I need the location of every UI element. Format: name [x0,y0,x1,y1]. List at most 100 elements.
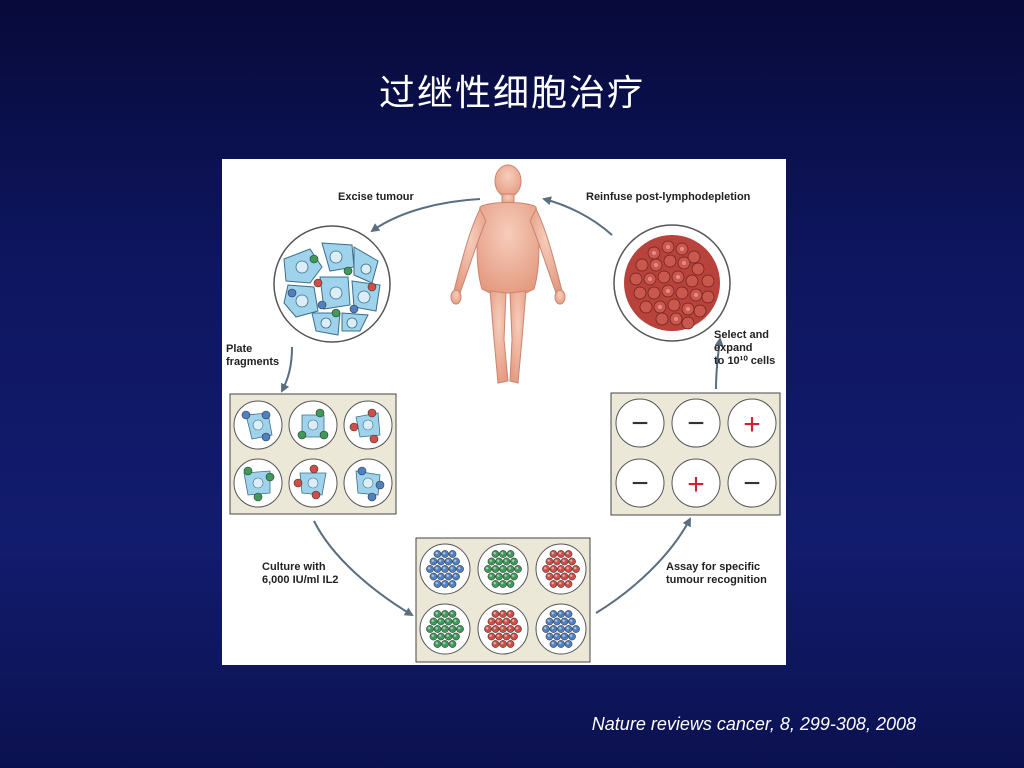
cell-highlight [551,612,554,615]
cell-highlight [512,634,515,637]
cell-highlight [443,567,446,570]
cell-highlight [443,582,446,585]
cell-highlight [555,559,558,562]
cell-highlight [551,627,554,630]
cell-highlight [559,627,562,630]
arrow-excise [370,198,481,233]
cell-highlight [516,627,519,630]
cell-highlight [551,582,554,585]
cell-highlight [435,627,438,630]
cell-highlight [508,642,511,645]
cell-highlight [501,552,504,555]
cell-highlight [497,634,500,637]
cell-highlight [435,582,438,585]
cell-highlight [574,627,577,630]
cell-highlight [431,559,434,562]
cell-highlight [504,634,507,637]
cell-highlight [493,642,496,645]
cell-highlight [559,567,562,570]
citation: Nature reviews cancer, 8, 299-308, 2008 [591,714,916,734]
cell-highlight [435,612,438,615]
cell-highlight [559,612,562,615]
label-culture: Culture with 6,000 IU/ml IL2 [262,561,339,586]
tumour-sample [273,225,391,343]
cell-highlight [570,574,573,577]
cell-highlight [493,612,496,615]
cell-highlight [574,567,577,570]
cell-highlight [512,574,515,577]
cell-highlight [489,559,492,562]
slide-title: 过继性细胞治疗 [378,73,645,114]
cell-highlight [489,634,492,637]
cell-highlight [562,634,565,637]
arrow-plate [281,346,293,393]
cell-highlight [458,627,461,630]
cell-highlight [559,582,562,585]
label-assay: Assay for specific tumour recognition [666,561,767,586]
arrow-assay [595,517,691,614]
cell-highlight [501,582,504,585]
cell-highlight [454,634,457,637]
cell-highlight [428,627,431,630]
expanded-t-cell-mass [613,224,731,342]
arrow-culture [313,520,414,617]
cell-highlight [551,642,554,645]
cell-highlight [450,627,453,630]
cell-highlight [450,612,453,615]
cell-highlight [562,574,565,577]
cell-highlight [497,559,500,562]
arrow-reinfuse [542,196,613,236]
cell-highlight [501,567,504,570]
assay-well-result: − [631,467,649,500]
cell-highlight [512,559,515,562]
cell-highlight [555,619,558,622]
cell-highlight [450,567,453,570]
cell-highlight [446,559,449,562]
cell-highlight [450,552,453,555]
cell-highlight [446,619,449,622]
cell-highlight [504,574,507,577]
cell-highlight [566,627,569,630]
arrow-select [714,337,724,390]
cell-highlight [551,567,554,570]
label-plate-fragments: Plate fragments [226,343,280,368]
cell-highlight [428,567,431,570]
cell-highlight [504,559,507,562]
assay-well-result: − [743,467,761,500]
cell-highlight [559,552,562,555]
cell-highlight [439,559,442,562]
cell-highlight [547,559,550,562]
cell-highlight [497,574,500,577]
cell-highlight [562,559,565,562]
cell-highlight [508,582,511,585]
cell-highlight [570,559,573,562]
cell-highlight [486,627,489,630]
assay-well-result: + [743,408,761,441]
cell-highlight [439,574,442,577]
cell-highlight [566,612,569,615]
cell-highlight [493,567,496,570]
cell-highlight [559,642,562,645]
cell-highlight [435,642,438,645]
cell-highlight [450,582,453,585]
cell-highlight [547,619,550,622]
culture-wells-colonies [426,550,580,648]
cell-highlight [544,567,547,570]
culture-plate [415,537,591,663]
cell-highlight [551,552,554,555]
cell-highlight [508,552,511,555]
cell-highlight [547,574,550,577]
cell-highlight [443,612,446,615]
cell-highlight [443,552,446,555]
cell-highlight [446,574,449,577]
cell-highlight [501,612,504,615]
cell-highlight [443,627,446,630]
cell-highlight [501,627,504,630]
cell-highlight [570,634,573,637]
assay-well-result: − [631,407,649,440]
cell-highlight [508,612,511,615]
cell-highlight [570,619,573,622]
cell-highlight [489,619,492,622]
cell-highlight [544,627,547,630]
fragment-plate [229,393,397,515]
